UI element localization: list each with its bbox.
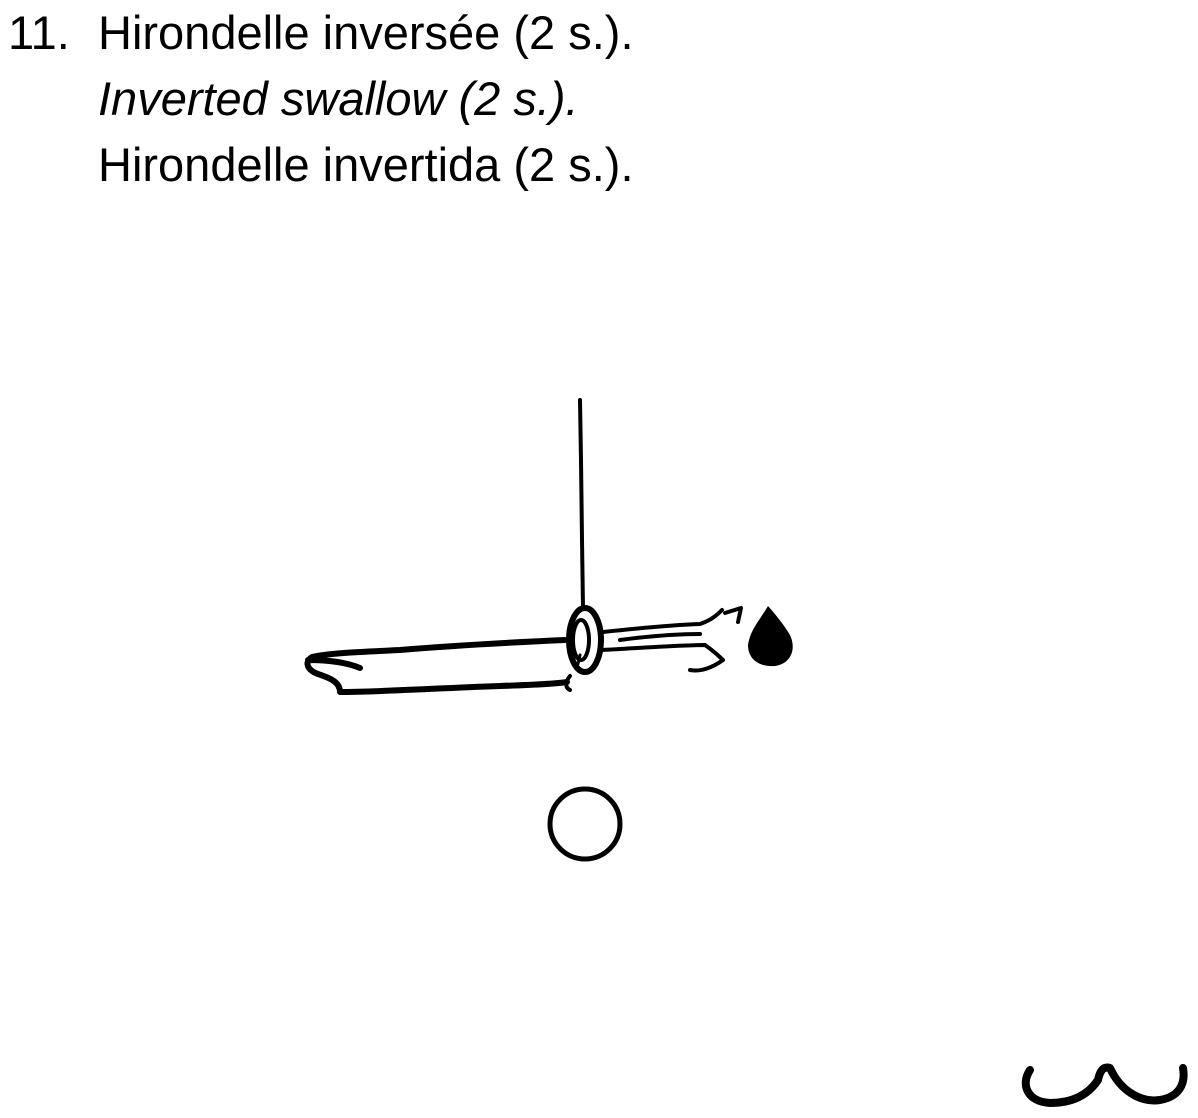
gymnast-body [304, 637, 570, 695]
caption-row-english: Inverted swallow (2 s.). [8, 66, 908, 132]
gymnast-torso [601, 606, 743, 673]
title-spanish: Hirondelle invertida (2 s.). [98, 138, 634, 191]
ring-inner [571, 618, 591, 662]
grip-mark [568, 650, 582, 666]
exercise-number: 11. [8, 6, 70, 59]
caption-row-spanish: Hirondelle invertida (2 s.). [8, 132, 908, 198]
ring-strap [578, 398, 585, 610]
corner-glyph [1021, 1063, 1188, 1107]
title-french: Hirondelle inversée (2 s.). [98, 6, 634, 59]
ring [566, 605, 604, 675]
title-english: Inverted swallow (2 s.). [98, 72, 579, 125]
circle-symbol [547, 786, 623, 862]
gymnast-head [748, 606, 793, 667]
caption-row-french: 11. Hirondelle inversée (2 s.). [8, 0, 908, 66]
exercise-caption: 11. Hirondelle inversée (2 s.). Inverted… [8, 0, 908, 198]
gymnast-feet [564, 674, 572, 692]
